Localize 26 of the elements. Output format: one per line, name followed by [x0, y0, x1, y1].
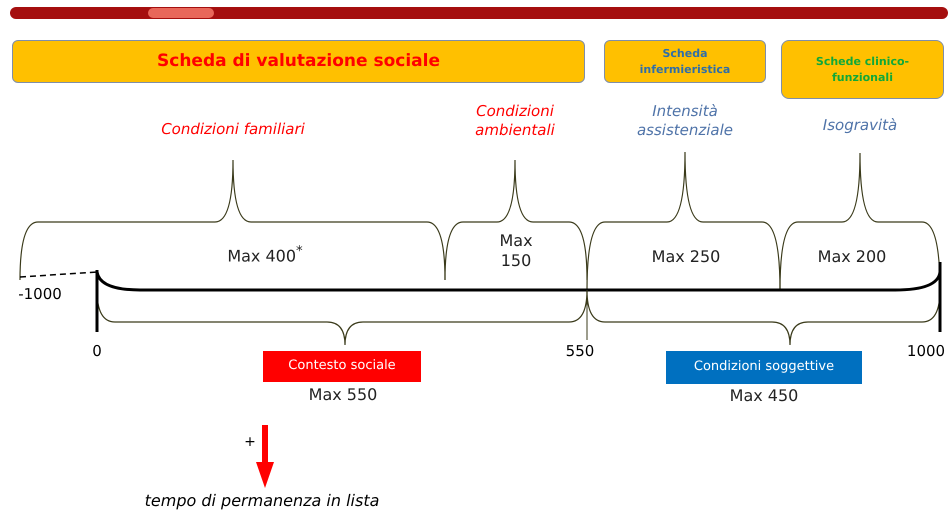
box-title: Condizioni soggettive — [692, 358, 836, 376]
form-header-box — [781, 40, 944, 99]
category-label: Condizioni familiari — [160, 120, 306, 139]
category-label: Condizioni ambientali — [474, 102, 556, 140]
plus-sign: + — [243, 434, 257, 452]
category-bar — [666, 351, 862, 384]
category-label: Isogravità — [822, 116, 898, 135]
max-score-text: Max 400$^{*}$ — [226, 244, 304, 266]
max-score-text: Max 150 — [498, 231, 534, 271]
scale-value: 0 — [91, 342, 103, 361]
max-score-text: Max 450 — [728, 386, 800, 406]
category-label: Intensità assistenziale — [636, 102, 734, 140]
scale-value: 550 — [564, 342, 596, 361]
category-bar — [263, 351, 421, 382]
max-score-text: Max 250 — [650, 247, 722, 267]
note-text: tempo di permanenza in lista — [144, 491, 380, 511]
form-header-box — [604, 40, 766, 83]
box-title: Schede clinico-funzionali — [814, 54, 910, 85]
scale-value: -1000 — [17, 285, 63, 304]
scale-value: 1000 — [906, 342, 946, 361]
form-header-box — [12, 40, 585, 83]
max-score-text: Max 200 — [816, 247, 888, 267]
box-title: Scheda di valutazione sociale — [156, 50, 441, 73]
box-title: Scheda infermieristica — [638, 46, 732, 77]
box-title: Contesto sociale — [287, 357, 397, 376]
max-score-text: Max 550 — [308, 385, 378, 405]
